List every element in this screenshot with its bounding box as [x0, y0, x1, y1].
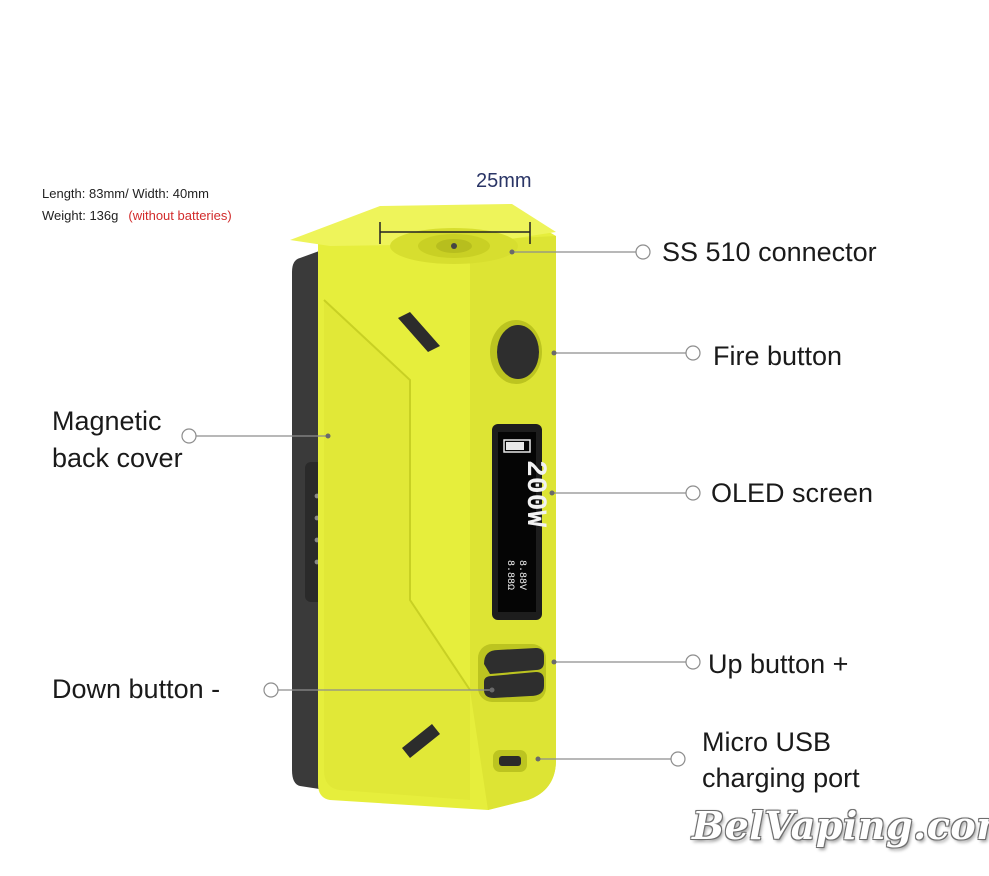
fire-button: [497, 325, 539, 379]
label-magnetic-line2: back cover: [52, 443, 183, 473]
callout-anchor: [551, 350, 557, 356]
label-down-button: Down button -: [52, 674, 221, 704]
connector-pin: [451, 243, 457, 249]
callout-anchor: [509, 249, 515, 255]
oled-screen: [498, 432, 536, 612]
battery-fill-icon: [506, 442, 524, 450]
callout-anchor: [551, 659, 557, 665]
bottom-vent-slot: [402, 724, 440, 758]
usb-callout-dot: [670, 751, 686, 767]
callout-anchor: [489, 687, 495, 693]
spec-weight-note: (without batteries): [128, 208, 232, 223]
magnetic-callout-dot: [181, 428, 197, 444]
ss510-callout-dot: [635, 244, 651, 260]
label-micro-usb-line2: charging port: [702, 763, 860, 793]
up-callout-dot: [685, 654, 701, 670]
label-up-button: Up button +: [708, 649, 849, 679]
up-button: [484, 648, 544, 674]
watermark-logo: BelVaping.com: [692, 803, 989, 848]
oled-voltage-readout: 8.88V: [516, 560, 527, 590]
label-magnetic-line1: Magnetic: [52, 406, 162, 436]
callout-anchor: [549, 490, 555, 496]
down-callout-dot: [263, 682, 279, 698]
front-ridge: [324, 300, 470, 800]
micro-usb-port: [499, 756, 521, 766]
callout-anchor: [325, 433, 331, 439]
label-ss510-connector: SS 510 connector: [662, 237, 877, 267]
connector-width-label: 25mm: [476, 170, 532, 192]
battery-icon: [503, 439, 531, 453]
callout-anchor: [535, 756, 541, 762]
fire-callout-dot: [685, 345, 701, 361]
oled-power-readout: 200W: [519, 460, 550, 527]
label-oled-screen: OLED screen: [711, 478, 874, 508]
ridge-edge: [323, 299, 471, 691]
oled-callout-dot: [685, 485, 701, 501]
spec-size: Length: 83mm/ Width: 40mm: [42, 186, 209, 201]
down-button: [484, 672, 544, 698]
label-micro-usb-line1: Micro USB: [702, 727, 832, 757]
top-vent-slot: [398, 312, 440, 352]
oled-resistance-readout: 8.88Ω: [504, 560, 515, 590]
spec-weight-value: Weight: 136g: [42, 208, 119, 223]
spec-weight: Weight: 136g (without batteries): [42, 208, 232, 223]
label-fire-button: Fire button: [713, 341, 843, 371]
